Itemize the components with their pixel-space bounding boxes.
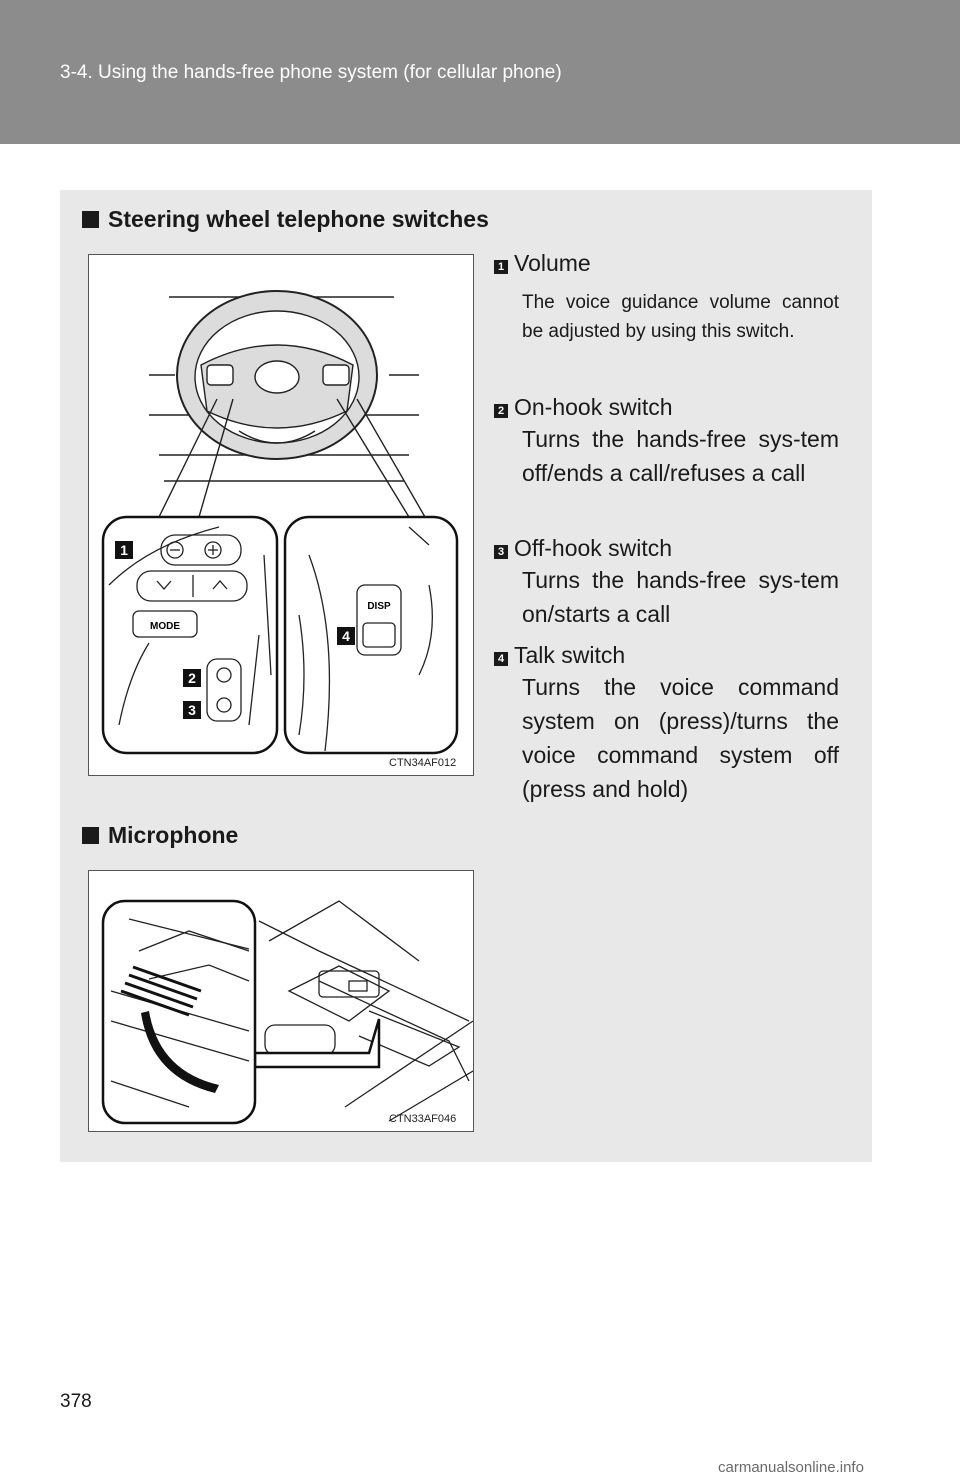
callout-3: 3 — [188, 702, 196, 718]
item-volume: 1 Volume The voice guidance volume cannot… — [494, 248, 839, 346]
item-title: Talk switch — [514, 642, 626, 668]
item-title: Volume — [514, 250, 591, 276]
square-bullet-icon — [82, 827, 99, 844]
steering-wheel-illustration: 1 2 3 4 MODE DISP — [101, 290, 459, 755]
disp-label: DISP — [367, 601, 391, 612]
mode-label: MODE — [150, 621, 180, 632]
microphone-figure: CTN33AF046 — [88, 870, 474, 1132]
item-description: Turns the voice command system on (press… — [522, 674, 839, 802]
callout-1: 1 — [120, 542, 128, 558]
microphone-heading: Microphone — [82, 822, 238, 849]
heading-text: Microphone — [108, 822, 239, 848]
square-bullet-icon — [82, 211, 99, 228]
item-number: 3 — [494, 545, 508, 559]
item-on-hook: 2 On-hook switch Turns the hands-free sys… — [494, 392, 839, 490]
heading-text: Steering wheel telephone switches — [108, 206, 489, 232]
page-header: 3-4. Using the hands-free phone system (… — [0, 0, 960, 144]
content-panel: Steering wheel telephone switches — [60, 190, 872, 1162]
section-title: 3-4. Using the hands-free phone system (… — [60, 62, 562, 83]
steering-wheel-figure: 1 2 3 4 MODE DISP CTN34AF012 — [88, 254, 474, 776]
item-title: On-hook switch — [514, 394, 673, 420]
steering-switches-heading: Steering wheel telephone switches — [82, 206, 489, 233]
watermark: carmanualsonline.info — [718, 1459, 864, 1476]
callout-4: 4 — [342, 628, 350, 644]
figure-code: CTN34AF012 — [389, 757, 457, 769]
item-number: 2 — [494, 404, 508, 418]
item-off-hook: 3 Off-hook switch Turns the hands-free sy… — [494, 533, 839, 631]
page-number: 378 — [60, 1391, 92, 1412]
item-description: The voice guidance volume cannot be adju… — [522, 292, 839, 342]
figure-code: CTN33AF046 — [389, 1113, 457, 1125]
microphone-illustration — [101, 899, 473, 1125]
item-description: Turns the hands-free sys-tem on/starts a… — [522, 567, 839, 627]
item-talk-switch: 4 Talk switch Turns the voice command sys… — [494, 640, 839, 806]
item-title: Off-hook switch — [514, 535, 673, 561]
callout-2: 2 — [188, 670, 196, 686]
item-description: Turns the hands-free sys-tem off/ends a … — [522, 426, 839, 486]
item-number: 1 — [494, 260, 508, 274]
item-number: 4 — [494, 652, 508, 666]
